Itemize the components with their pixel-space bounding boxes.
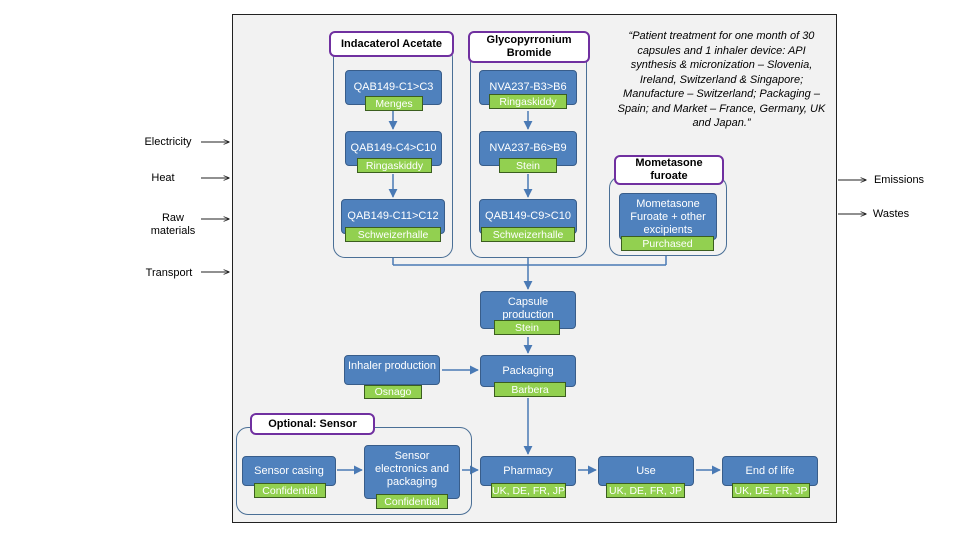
scope-quote: “Patient treatment for one month of 30 c… [617, 30, 826, 129]
pharmacy-site: UK, DE, FR, JP [491, 483, 566, 498]
sensor-casing-step: Sensor casing [242, 456, 336, 486]
use-site: UK, DE, FR, JP [606, 483, 685, 498]
indacaterol-step-1-site: Menges [365, 96, 423, 111]
glycopyrronium-group-title: Glycopyrronium Bromide [468, 31, 590, 63]
input-heat-label: Heat [151, 172, 175, 184]
mometasone-group-title: Mometasone furoate [614, 155, 724, 185]
indacaterol-step-2-site: Ringaskiddy [357, 158, 432, 173]
end-of-life-step: End of life [722, 456, 818, 486]
sensor-group-title: Optional: Sensor [250, 413, 375, 435]
inhaler-production-step: Inhaler production [344, 355, 440, 385]
output-wastes-label: Wastes [872, 208, 910, 220]
use-step: Use [598, 456, 694, 486]
glycopyrronium-step-3-site: Schweizerhalle [481, 227, 575, 242]
glycopyrronium-step-2-site: Stein [499, 158, 557, 173]
sensor-electronics-site: Confidential [376, 494, 448, 509]
indacaterol-step-3-site: Schweizerhalle [345, 227, 441, 242]
packaging-step: Packaging [480, 355, 576, 387]
output-emissions-label: Emissions [873, 174, 925, 186]
pharmacy-step: Pharmacy [480, 456, 576, 486]
glycopyrronium-step-1-site: Ringaskiddy [489, 94, 567, 109]
inhaler-production-site: Osnago [364, 385, 422, 399]
input-electricity-label: Electricity [144, 136, 192, 148]
mometasone-step-site: Purchased [621, 236, 714, 251]
input-transport-label: Transport [145, 267, 193, 279]
sensor-casing-site: Confidential [254, 483, 326, 498]
mometasone-step: Mometasone Furoate + other excipients [619, 193, 717, 240]
capsule-production-site: Stein [494, 320, 560, 335]
indacaterol-group-title: Indacaterol Acetate [329, 31, 454, 57]
packaging-site: Barbera [494, 382, 566, 397]
sensor-electronics-step: Sensor electronics and packaging [364, 445, 460, 499]
input-raw-materials-label: Raw materials [150, 212, 196, 237]
end-of-life-site: UK, DE, FR, JP [732, 483, 810, 498]
